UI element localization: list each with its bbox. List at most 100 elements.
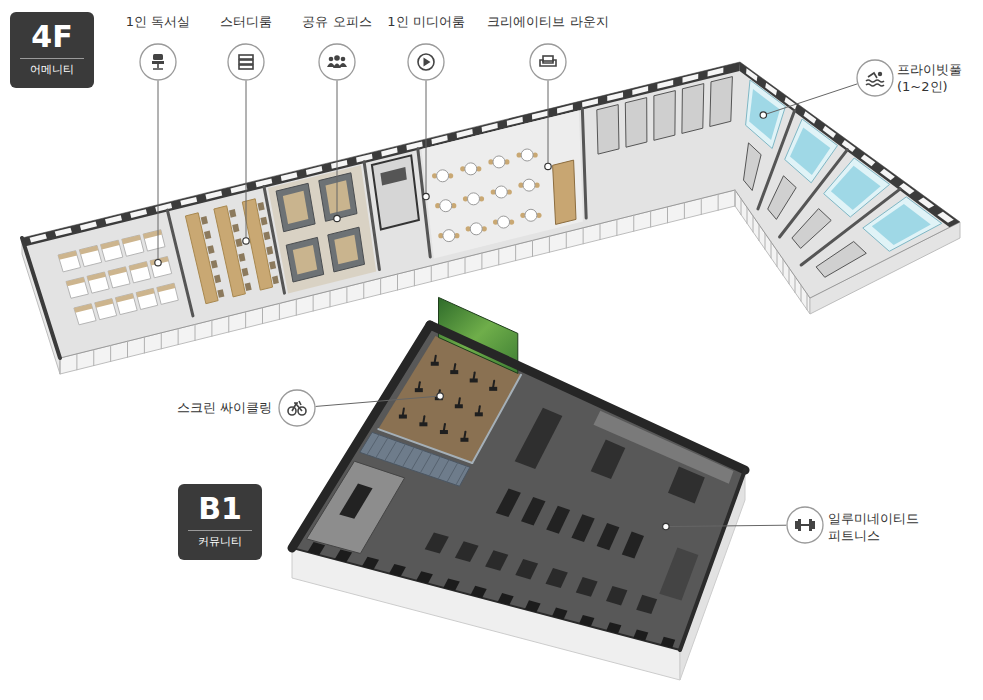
spin-bike: [419, 382, 420, 388]
end-wall: [22, 238, 60, 358]
front-column: [308, 542, 326, 555]
icon-ring: [140, 44, 176, 80]
front-column: [362, 557, 379, 570]
spin-bike: [464, 432, 465, 438]
treadmill: [515, 559, 538, 579]
desk-top: [95, 299, 114, 308]
window-pane: [331, 160, 348, 169]
partition-wall: [364, 162, 379, 270]
desk-top: [58, 251, 77, 260]
glass-mullion: [789, 268, 790, 284]
callout-label: 프라이빗풀 (1~2인): [897, 62, 973, 96]
desk-top: [136, 288, 155, 297]
carrel: [79, 245, 101, 266]
study-desk: [214, 206, 246, 297]
swim-symbol: [868, 73, 877, 78]
leader-line: [548, 81, 549, 166]
chair: [201, 216, 208, 225]
front-column: [579, 615, 594, 627]
glass-mullion: [753, 216, 754, 232]
glass-mullion: [380, 278, 381, 294]
callout-label: 스크린 싸이클링: [177, 400, 272, 417]
callout-label: 공유 오피스: [302, 14, 371, 31]
glass-mullion: [481, 253, 482, 269]
callout-dot: [243, 238, 249, 244]
pool-water: [749, 89, 780, 140]
carrel: [157, 283, 179, 304]
glass-mullion: [801, 285, 802, 301]
lounge-counter: [553, 160, 576, 224]
window-pane: [582, 98, 598, 107]
spin-bike: [479, 406, 480, 412]
chair: [238, 253, 245, 262]
shower-stall: [597, 105, 619, 155]
carrel: [58, 251, 81, 272]
treadmill: [455, 541, 479, 562]
window-pane: [632, 86, 648, 95]
desk-top: [129, 262, 148, 271]
floor-caption: 어메니티: [20, 58, 84, 77]
chair: [260, 217, 267, 226]
desk-top: [108, 267, 127, 276]
pool-deck: [863, 197, 942, 251]
callout-label: 일루미네이티드 피트니스: [828, 511, 928, 545]
callout-dot: [663, 523, 669, 529]
dumbbell-symbol: [809, 519, 812, 531]
glass-mullion: [178, 329, 179, 345]
partition-wall: [801, 189, 900, 265]
desk-top: [122, 235, 141, 244]
window-pane: [708, 68, 724, 77]
chair-symbol: [153, 64, 163, 69]
leader-line: [763, 84, 857, 115]
glass-mullion: [76, 354, 77, 370]
carrel: [95, 299, 117, 320]
books-symbol: [239, 60, 253, 64]
callout-icon: [319, 44, 355, 80]
weight-rack: [515, 408, 563, 469]
shower-stall: [710, 77, 733, 127]
floor-4f: [22, 62, 960, 374]
booth-desk: [326, 180, 351, 214]
locker-door: [411, 450, 422, 469]
glass-mullion: [127, 341, 128, 357]
desk-top: [115, 293, 133, 302]
cardio-machine: [521, 497, 546, 525]
window-pane: [55, 228, 72, 237]
callout-label: 1인 미디어룸: [387, 14, 464, 31]
desk-top: [101, 240, 120, 249]
leader-line: [158, 81, 159, 263]
callout-icon: [787, 507, 823, 543]
spin-bike: [454, 364, 455, 370]
desk-top: [87, 272, 106, 281]
glass-mullion: [195, 324, 196, 340]
glass-mullion: [515, 245, 516, 261]
treadmill: [576, 577, 598, 597]
callout-dot: [423, 193, 429, 199]
window-pane: [918, 197, 934, 208]
carrel: [108, 267, 130, 288]
chair: [272, 276, 279, 285]
window-pane: [130, 209, 147, 218]
glass-mullion: [807, 294, 808, 310]
icon-ring: [228, 44, 264, 80]
glass-mullion: [684, 203, 685, 219]
front-column: [606, 622, 621, 634]
spin-bike: [474, 372, 475, 378]
carrel: [143, 230, 165, 251]
cardio-machine: [571, 514, 594, 542]
chair: [211, 260, 218, 269]
desk-top: [150, 257, 169, 266]
glass-mullion: [650, 211, 651, 227]
swim-symbol: [878, 72, 882, 76]
callout-label: 스터디룸: [220, 14, 272, 31]
chair: [232, 224, 239, 233]
front-column: [471, 586, 487, 598]
leader-line: [316, 396, 440, 406]
glass-mullion: [777, 250, 778, 266]
icon-ring: [787, 507, 823, 543]
glass-mullion: [735, 190, 736, 206]
spin-bike: [493, 381, 494, 387]
front-column: [498, 593, 514, 605]
